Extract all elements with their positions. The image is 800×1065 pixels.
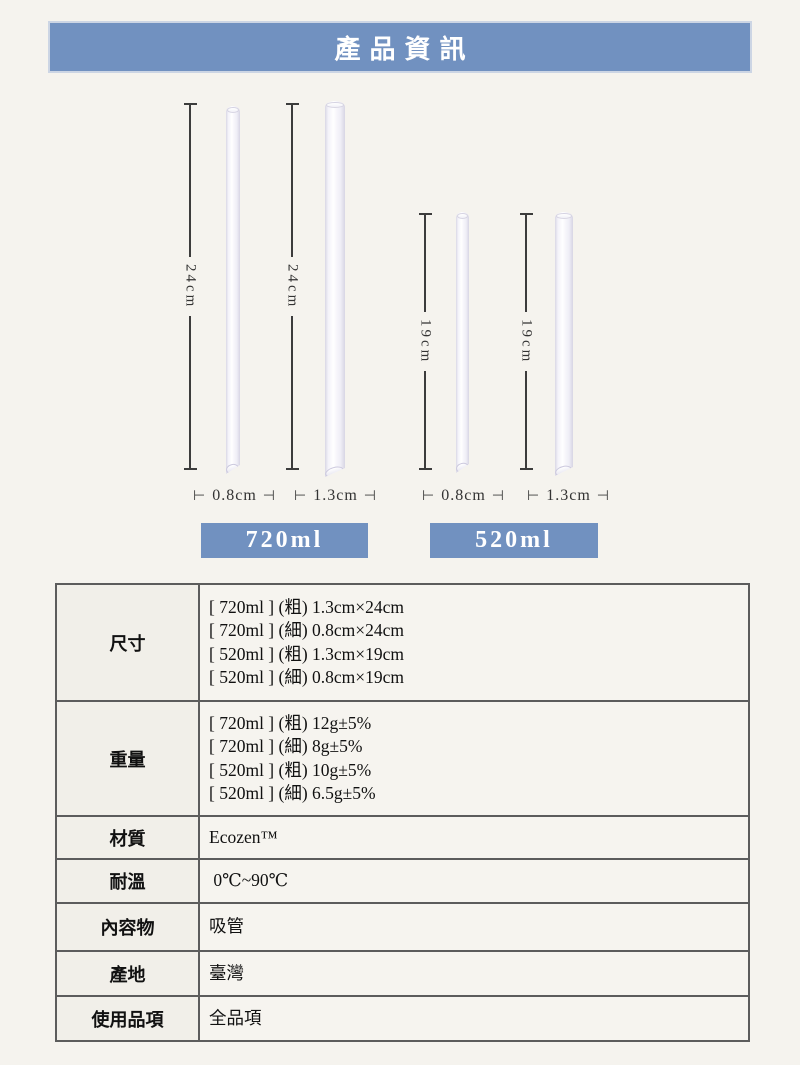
width-dimension-520-thin: ⊢ 0.8cm ⊣ — [421, 487, 506, 505]
spec-value: 全品項 — [200, 997, 748, 1040]
dim-line-segment — [189, 105, 191, 257]
spec-label: 材質 — [57, 817, 200, 858]
dim-tick-right-icon: ⊣ — [491, 488, 505, 504]
dim-cap-bottom — [285, 468, 299, 471]
spec-value-line: [ 720ml ] (粗) 1.3cm×24cm — [209, 596, 405, 617]
dim-tick-left-icon: ⊢ — [527, 488, 541, 504]
height-dimension-520-thin: 19cm — [417, 213, 434, 471]
dim-line-segment — [525, 215, 527, 312]
table-row-weight: 重量 [ 720ml ] (粗) 12g±5% [ 720ml ] (細) 8g… — [57, 700, 748, 815]
width-dimension-720-thin: ⊢ 0.8cm ⊣ — [192, 487, 277, 505]
height-dimension-label: 24cm — [284, 263, 301, 310]
straw-diagram: 24cm 24cm 19cm 19cm ⊢ 0.8cm ⊣ ⊢ 1.3cm ⊣ ⊢ 0.8… — [0, 0, 800, 580]
height-dimension-label: 19cm — [417, 318, 434, 365]
spec-value: Ecozen™ — [200, 817, 748, 858]
dim-cap-bottom — [418, 468, 432, 471]
dim-cap-top — [285, 103, 299, 105]
spec-value-line: [ 520ml ] (粗) 10g±5% — [209, 759, 372, 780]
volume-badge-label: 720ml — [245, 527, 324, 553]
spec-value-line: 0℃~90℃ — [209, 870, 289, 891]
dim-line-segment — [525, 371, 527, 469]
spec-value-line: 吸管 — [209, 916, 244, 937]
spec-label: 重量 — [57, 702, 200, 815]
spec-value-line: [ 520ml ] (粗) 1.3cm×19cm — [209, 643, 405, 664]
dim-line-segment — [291, 105, 293, 257]
table-row-dimensions: 尺寸 [ 720ml ] (粗) 1.3cm×24cm [ 720ml ] (細… — [57, 585, 748, 700]
height-dimension-720-thick: 24cm — [284, 103, 301, 471]
height-dimension-label: 24cm — [182, 263, 199, 310]
table-row-contents: 內容物 吸管 — [57, 902, 748, 950]
spec-value-line: [ 520ml ] (細) 0.8cm×19cm — [209, 667, 405, 687]
dim-line-segment — [291, 316, 293, 469]
spec-label: 使用品項 — [57, 997, 200, 1040]
spec-value: 吸管 — [200, 904, 748, 950]
dim-cap-top — [183, 103, 197, 105]
dim-cap-top — [519, 213, 533, 215]
height-dimension-720-thin: 24cm — [182, 103, 199, 471]
spec-value-line: [ 720ml ] (細) 0.8cm×24cm — [209, 620, 405, 640]
spec-label: 產地 — [57, 952, 200, 995]
spec-value-line: [ 720ml ] (細) 8g±5% — [209, 736, 363, 756]
dim-line-segment — [424, 215, 426, 312]
spec-value-line: [ 520ml ] (細) 6.5g±5% — [209, 783, 376, 803]
spec-value-line: 臺灣 — [209, 962, 244, 983]
dim-tick-left-icon: ⊢ — [193, 488, 207, 504]
volume-badge-label: 520ml — [475, 527, 553, 553]
width-dimension-520-thick: ⊢ 1.3cm ⊣ — [526, 487, 611, 505]
spec-value: 0℃~90℃ — [200, 860, 748, 902]
dim-line-segment — [189, 316, 191, 469]
width-dimension-label: 0.8cm — [441, 487, 486, 504]
page-title: 產品資訊 — [334, 34, 475, 64]
spec-label: 內容物 — [57, 904, 200, 950]
dim-tick-right-icon: ⊣ — [363, 488, 377, 504]
table-row-origin: 產地 臺灣 — [57, 950, 748, 995]
table-row-temperature: 耐溫 0℃~90℃ — [57, 858, 748, 902]
straw-720-thin — [226, 106, 240, 474]
dim-line-segment — [424, 371, 426, 469]
table-row-applicable-items: 使用品項 全品項 — [57, 995, 748, 1040]
spec-value-line: 全品項 — [209, 1007, 262, 1028]
spec-label: 尺寸 — [57, 585, 200, 700]
dim-cap-top — [418, 213, 432, 215]
header-banner: 產品資訊 — [48, 21, 752, 73]
straw-720-thick — [325, 101, 345, 477]
spec-value-line: [ 720ml ] (粗) 12g±5% — [209, 712, 372, 733]
height-dimension-label: 19cm — [518, 318, 535, 365]
dim-tick-right-icon: ⊣ — [596, 488, 610, 504]
dim-tick-left-icon: ⊢ — [422, 488, 436, 504]
dim-tick-left-icon: ⊢ — [294, 488, 308, 504]
height-dimension-520-thick: 19cm — [518, 213, 535, 471]
dim-tick-right-icon: ⊣ — [262, 488, 276, 504]
dim-cap-bottom — [183, 468, 197, 471]
spec-value-line: Ecozen™ — [209, 826, 278, 847]
spec-value: 臺灣 — [200, 952, 748, 995]
table-row-material: 材質 Ecozen™ — [57, 815, 748, 858]
spec-value: [ 720ml ] (粗) 12g±5% [ 720ml ] (細) 8g±5%… — [200, 702, 748, 815]
straw-520-thick — [555, 212, 573, 476]
straw-520-thin — [456, 212, 469, 473]
width-dimension-label: 1.3cm — [313, 487, 358, 504]
width-dimension-label: 0.8cm — [212, 487, 257, 504]
width-dimension-label: 1.3cm — [546, 487, 591, 504]
spec-value: [ 720ml ] (粗) 1.3cm×24cm [ 720ml ] (細) 0… — [200, 585, 748, 700]
volume-badge-520ml: 520ml — [430, 523, 598, 558]
width-dimension-720-thick: ⊢ 1.3cm ⊣ — [293, 487, 378, 505]
spec-label: 耐溫 — [57, 860, 200, 902]
dim-cap-bottom — [519, 468, 533, 471]
volume-badge-720ml: 720ml — [201, 523, 368, 558]
spec-table: 尺寸 [ 720ml ] (粗) 1.3cm×24cm [ 720ml ] (細… — [55, 583, 750, 1042]
